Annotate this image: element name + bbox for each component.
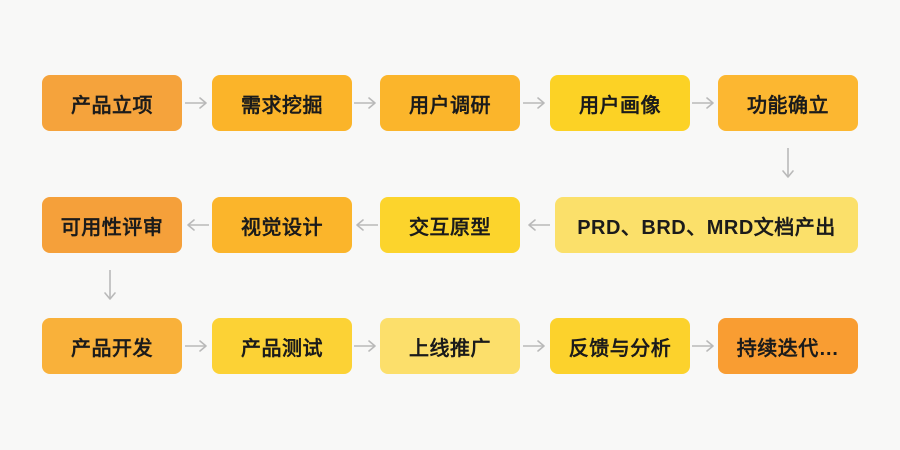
right-arrow-icon xyxy=(690,75,718,131)
flow-node[interactable]: 产品开发 xyxy=(42,318,182,374)
down-arrow-icon xyxy=(92,258,128,314)
flow-node[interactable]: 视觉设计 xyxy=(212,197,352,253)
flow-node[interactable]: 用户调研 xyxy=(380,75,520,131)
right-arrow-icon xyxy=(520,75,550,131)
flow-node[interactable]: PRD、BRD、MRD文档产出 xyxy=(555,197,858,253)
left-arrow-icon xyxy=(182,197,212,253)
flow-node[interactable]: 交互原型 xyxy=(380,197,520,253)
flow-node[interactable]: 可用性评审 xyxy=(42,197,182,253)
right-arrow-icon xyxy=(182,75,212,131)
flow-node[interactable]: 用户画像 xyxy=(550,75,690,131)
right-arrow-icon xyxy=(352,318,380,374)
right-arrow-icon xyxy=(520,318,550,374)
flow-node[interactable]: 需求挖掘 xyxy=(212,75,352,131)
down-arrow-icon xyxy=(770,136,806,192)
flow-node[interactable]: 产品立项 xyxy=(42,75,182,131)
right-arrow-icon xyxy=(182,318,212,374)
flow-node[interactable]: 反馈与分析 xyxy=(550,318,690,374)
flow-node[interactable]: 产品测试 xyxy=(212,318,352,374)
flow-node[interactable]: 功能确立 xyxy=(718,75,858,131)
left-arrow-icon xyxy=(520,197,555,253)
flow-node[interactable]: 上线推广 xyxy=(380,318,520,374)
right-arrow-icon xyxy=(352,75,380,131)
left-arrow-icon xyxy=(352,197,380,253)
flow-node[interactable]: 持续迭代… xyxy=(718,318,858,374)
right-arrow-icon xyxy=(690,318,718,374)
